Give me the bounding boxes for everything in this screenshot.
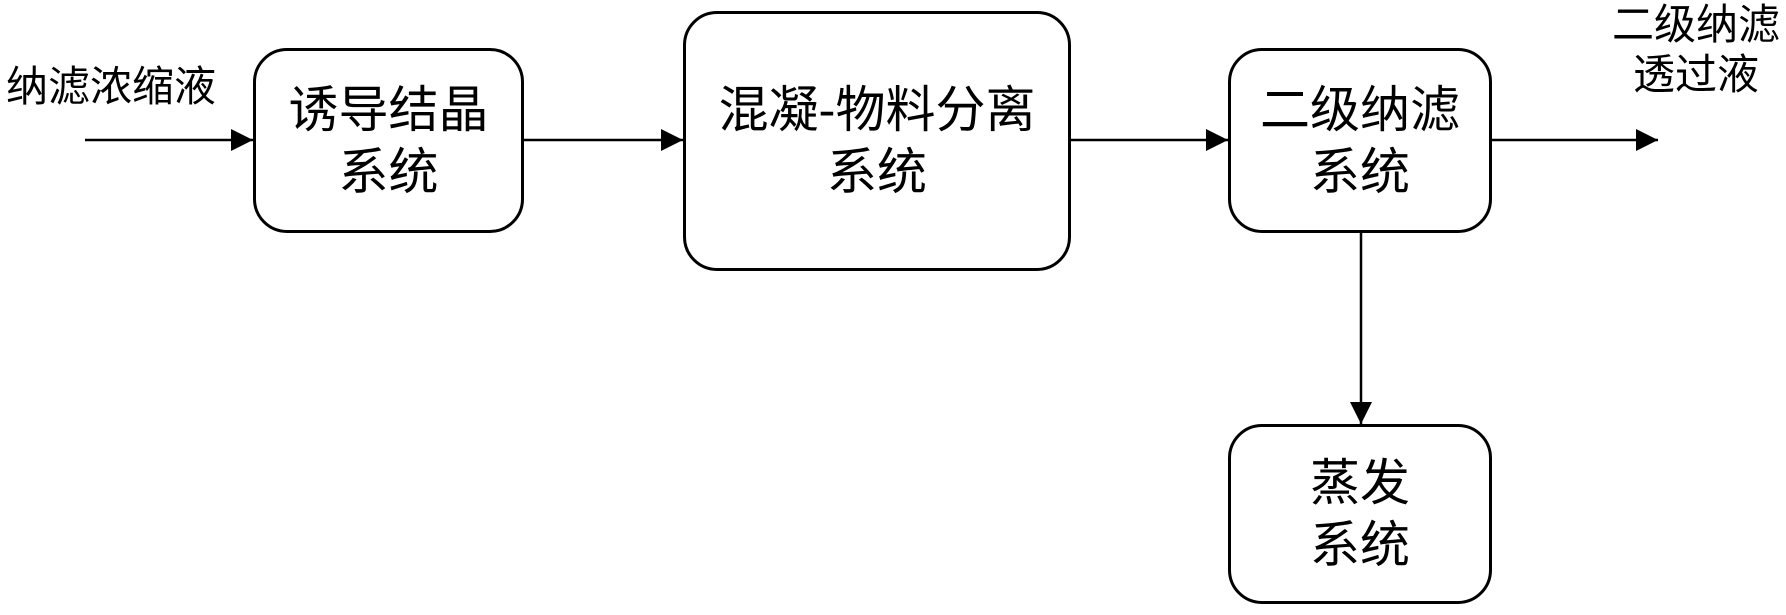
input-label: 纳滤浓缩液	[6, 62, 217, 111]
box-label-line1: 诱导结晶	[288, 80, 489, 139]
box-label-line1: 蒸发	[1310, 454, 1410, 512]
box-label-line2: 系统	[1310, 142, 1410, 201]
evaporation-system-box: 蒸发 系统	[1228, 424, 1492, 604]
output-label-line1: 二级纳滤	[1611, 0, 1780, 49]
box-label-line1: 二级纳滤	[1260, 80, 1460, 139]
coagulation-separation-system-box: 混凝-物料分离 系统	[683, 11, 1071, 271]
output-label: 二级纳滤 透过液	[1606, 0, 1786, 100]
box-label-line2: 系统	[827, 143, 927, 201]
output-label-line2: 透过液	[1632, 50, 1759, 99]
secondary-nanofiltration-system-box: 二级纳滤 系统	[1228, 48, 1492, 233]
box-label-line2: 系统	[1310, 516, 1410, 574]
box-label-line2: 系统	[338, 142, 439, 201]
induced-crystallization-system-box: 诱导结晶 系统	[253, 48, 524, 233]
box-label-line1: 混凝-物料分离	[718, 81, 1036, 139]
